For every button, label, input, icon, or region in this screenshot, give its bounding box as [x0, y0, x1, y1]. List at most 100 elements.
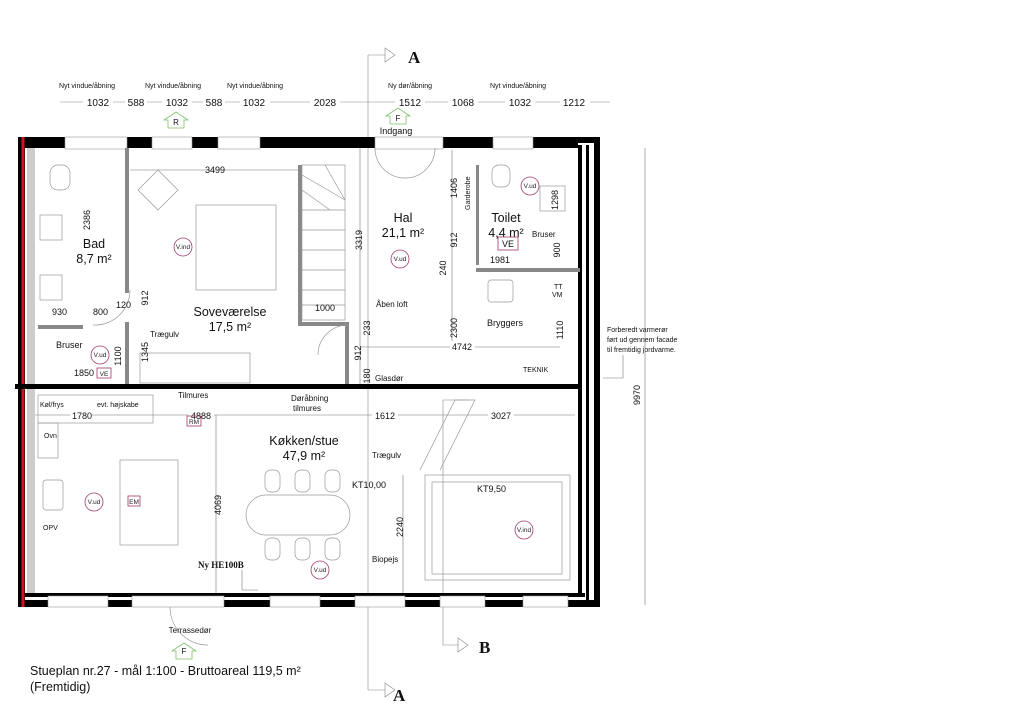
rm-box: RM: [186, 415, 202, 427]
vent-label: V.ud: [394, 256, 407, 263]
label: Tilmures: [178, 391, 208, 400]
vent-symbol: V.ud: [310, 560, 330, 580]
dim: 1000: [315, 303, 335, 313]
vent-symbol: V.ind: [173, 237, 193, 257]
opening-label: Nyt vindue/åbning: [227, 82, 283, 90]
dimensions: 9970 3499 2386 930 800 120 912 1345 1100…: [35, 148, 646, 605]
label: KT9,50: [477, 484, 506, 494]
dim: 1981: [490, 255, 510, 265]
dim: 4069: [213, 495, 223, 515]
room-name: Soveværelse: [194, 305, 267, 319]
room-name: Hal: [394, 211, 413, 225]
note-line: til fremtidig jordvarme.: [607, 347, 676, 354]
label: OPV: [43, 525, 58, 532]
label: Glasdør: [375, 374, 404, 383]
vent-label: V.ud: [314, 567, 327, 574]
dim: 912: [353, 345, 363, 360]
marker-letter: F: [396, 114, 401, 123]
entry-marker-f-top: F: [384, 107, 412, 125]
dim: 1032: [166, 98, 189, 109]
symbols: V.ind V.ud V.ud V.ud V.ud V.ud V.ind VE …: [84, 176, 540, 580]
dim: 1612: [375, 411, 395, 421]
label: Trægulv: [150, 330, 179, 339]
vent-label: V.ind: [176, 244, 191, 251]
room-sovevaerelse: Soveværelse 17,5 m²: [194, 305, 267, 334]
section-b: B: [479, 638, 490, 657]
dim: 1212: [563, 98, 586, 109]
label: Køl/frys: [40, 402, 64, 409]
em-label: EM: [129, 499, 139, 506]
label: evt. højskabe: [97, 402, 139, 409]
dim: 1298: [550, 190, 560, 210]
dim: 3319: [354, 230, 364, 250]
room-kokken: Køkken/stue 47,9 m²: [269, 434, 339, 463]
opening-label: Nyt vindue/åbning: [490, 82, 546, 90]
dim: 1032: [87, 98, 110, 109]
caption-title: Stueplan nr.27 - mål 1:100 - Bruttoareal…: [30, 664, 301, 678]
section-line-a: A A: [367, 47, 421, 705]
dim: 1780: [72, 411, 92, 421]
room-hal: Hal 21,1 m²: [382, 211, 424, 240]
vent-symbol: V.ud: [520, 176, 540, 196]
label: TT: [554, 284, 563, 291]
rm-label: RM: [189, 419, 199, 426]
section-a-top: A: [408, 48, 421, 67]
opening-label: Nyt vindue/åbning: [145, 82, 201, 90]
room-area: 4,4 m²: [488, 226, 523, 240]
terrassedor-label: Terrassedør: [169, 626, 212, 635]
note-line: Forberedt varmerør: [607, 327, 668, 334]
label: Åben loft: [376, 300, 408, 309]
staircase: [301, 164, 346, 321]
label: KT10,00: [352, 480, 386, 490]
vent-label: V.ud: [524, 183, 537, 190]
label: Bruser: [532, 230, 556, 239]
room-area: 21,1 m²: [382, 226, 424, 240]
entry-marker-f-bottom: Terrassedør F: [169, 626, 212, 660]
ve-box: VE: [96, 367, 112, 379]
vent-label: V.ud: [94, 352, 107, 359]
dim: 1068: [452, 98, 475, 109]
em-box: EM: [127, 495, 141, 507]
furniture: [37, 147, 571, 646]
labels: Bruser Bruser Trægulv Trægulv Åben loft …: [40, 176, 678, 591]
note-line: ført ud gennem facade: [607, 337, 678, 344]
vent-label: V.ind: [517, 527, 532, 534]
dim: 9970: [632, 385, 642, 405]
dim: 2300: [449, 318, 459, 338]
caption-subtitle: (Fremtidig): [30, 680, 90, 694]
dim: 1512: [399, 98, 422, 109]
dim: 4742: [452, 342, 472, 352]
label: Ny HE100B: [198, 560, 244, 570]
section-a-bottom: A: [393, 686, 406, 705]
dim: 1032: [243, 98, 266, 109]
dim: 2386: [82, 210, 92, 230]
dim: 1345: [140, 342, 150, 362]
dim: 588: [128, 98, 145, 109]
dim: 2028: [314, 98, 337, 109]
vent-symbol: V.ind: [514, 520, 534, 540]
dim: 912: [449, 232, 459, 247]
dim: 240: [438, 260, 448, 275]
exterior-walls: [18, 136, 600, 608]
dim: 1032: [509, 98, 532, 109]
indgang-label: Indgang: [380, 126, 413, 136]
label: Trægulv: [372, 451, 401, 460]
dim: 800: [93, 307, 108, 317]
label: Bruser: [56, 340, 83, 350]
label: Ovn: [44, 433, 57, 440]
room-toilet: Toilet 4,4 m²: [488, 211, 523, 240]
room-name: Toilet: [491, 211, 521, 225]
dim: 120: [116, 300, 131, 310]
label: Døråbning: [291, 394, 328, 403]
dim: 930: [52, 307, 67, 317]
section-line-b: B: [442, 399, 490, 657]
interior-walls: [15, 148, 580, 389]
room-name: Køkken/stue: [269, 434, 339, 448]
label: VM: [552, 292, 563, 299]
room-area: 17,5 m²: [209, 320, 251, 334]
dim: 900: [552, 242, 562, 257]
dim: 180: [362, 368, 372, 383]
label: Biopejs: [372, 555, 398, 564]
dim: 1110: [555, 321, 565, 340]
